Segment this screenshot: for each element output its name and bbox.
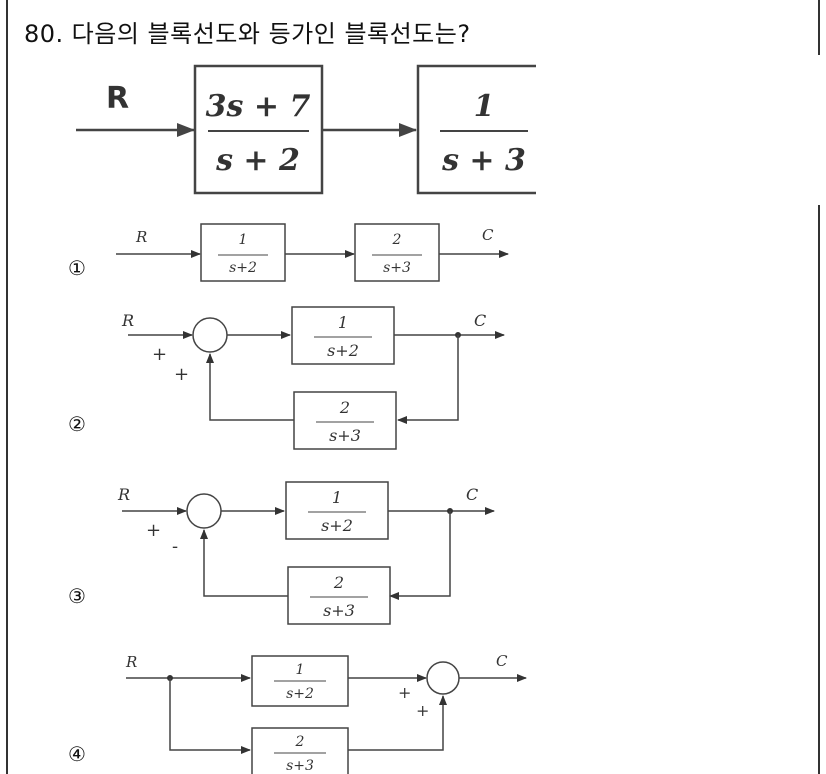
choice-3-forward-numerator: 1	[332, 488, 342, 507]
main-diagram: R 3s + 7 s + 2 1 s + 3	[76, 64, 550, 195]
choice-4-upper-block	[251, 655, 349, 707]
choice-4-upper-numerator: 1	[296, 662, 305, 678]
choice-marker-1: ①	[68, 256, 86, 280]
question-text: 80.다음의 블록선도와 등가인 블록선도는?	[24, 14, 471, 49]
choice-3-feedback-denominator: s+3	[323, 601, 355, 620]
choice-1-block-1-numerator: 1	[239, 232, 248, 248]
choice-4-lower-denominator: s+3	[286, 758, 314, 774]
left-border	[6, 0, 8, 774]
choice-2-output-label: C	[474, 311, 486, 330]
choice-2-sign-1: +	[152, 344, 167, 365]
crop-mask	[536, 55, 826, 205]
question-prompt: 다음의 블록선도와 등가인 블록선도는?	[71, 20, 471, 48]
choice-marker-3: ③	[68, 584, 86, 608]
right-border	[818, 0, 820, 774]
choice-3-sign-2: -	[172, 536, 178, 557]
main-block-1-numerator: 3s + 7	[206, 89, 311, 124]
choice-4-summing-junction	[426, 661, 460, 695]
choice-1-block-2-numerator: 2	[392, 232, 402, 248]
choice-3-feedback-numerator: 2	[333, 573, 344, 592]
choice-3-input-label: R	[117, 485, 130, 504]
choice-1-block-1-denominator: s+2	[229, 260, 257, 276]
choice-2-feedback-denominator: s+3	[329, 426, 361, 445]
choice-2-summing-junction	[192, 317, 228, 353]
choice-1-block-2-denominator: s+3	[383, 260, 411, 276]
main-input-label: R	[106, 81, 129, 116]
choice-3-feedback-path	[389, 511, 451, 600]
choice-4-output-label: C	[496, 652, 508, 670]
choice-2-feedback-path	[397, 335, 459, 424]
choice-3-diagram: R + - 1 s+2 C 2 s+3	[117, 481, 495, 625]
choice-marker-4: ④	[68, 742, 86, 766]
choice-2-diagram: R + + 1 s+2 C 2 s+3	[121, 306, 505, 450]
choice-4-lower-numerator: 2	[295, 734, 305, 750]
choice-2-feedback-numerator: 2	[339, 398, 350, 417]
choice-4-input-label: R	[125, 653, 137, 671]
choice-4-sign-1: +	[398, 683, 411, 702]
choice-4-lower-to-sum-path	[348, 695, 447, 751]
choice-3-sign-1: +	[146, 520, 161, 541]
choice-4-lower-input-path	[169, 678, 251, 754]
choice-1-block-1	[200, 223, 286, 282]
question-number: 80.	[24, 20, 64, 48]
choice-marker-2: ②	[68, 412, 86, 436]
choice-2-forward-numerator: 1	[338, 313, 348, 332]
main-block-2-numerator: 1	[474, 89, 495, 124]
choice-1-input-label: R	[135, 228, 147, 246]
choice-2-input-label: R	[121, 311, 134, 330]
choice-3-forward-denominator: s+2	[321, 516, 353, 535]
choice-4-diagram: R 1 s+2 + + C 2 s+3	[125, 652, 527, 774]
main-block-2-denominator: s + 3	[441, 143, 526, 178]
choice-4-sign-2: +	[416, 701, 429, 720]
main-block-1-denominator: s + 2	[215, 143, 300, 178]
choice-2-forward-denominator: s+2	[327, 341, 359, 360]
choice-4-lower-block	[251, 727, 349, 774]
choice-1-diagram: R 1 s+2 2 s+3 C	[116, 223, 509, 282]
choice-3-output-label: C	[466, 485, 478, 504]
choice-3-summing-junction	[186, 493, 222, 529]
choice-2-feedback-return	[206, 353, 294, 421]
choice-1-output-label: C	[482, 226, 494, 244]
choice-2-sign-2: +	[174, 364, 189, 385]
choice-1-block-2	[354, 223, 440, 282]
choice-4-upper-denominator: s+2	[286, 686, 314, 702]
choice-3-feedback-return	[200, 529, 288, 597]
